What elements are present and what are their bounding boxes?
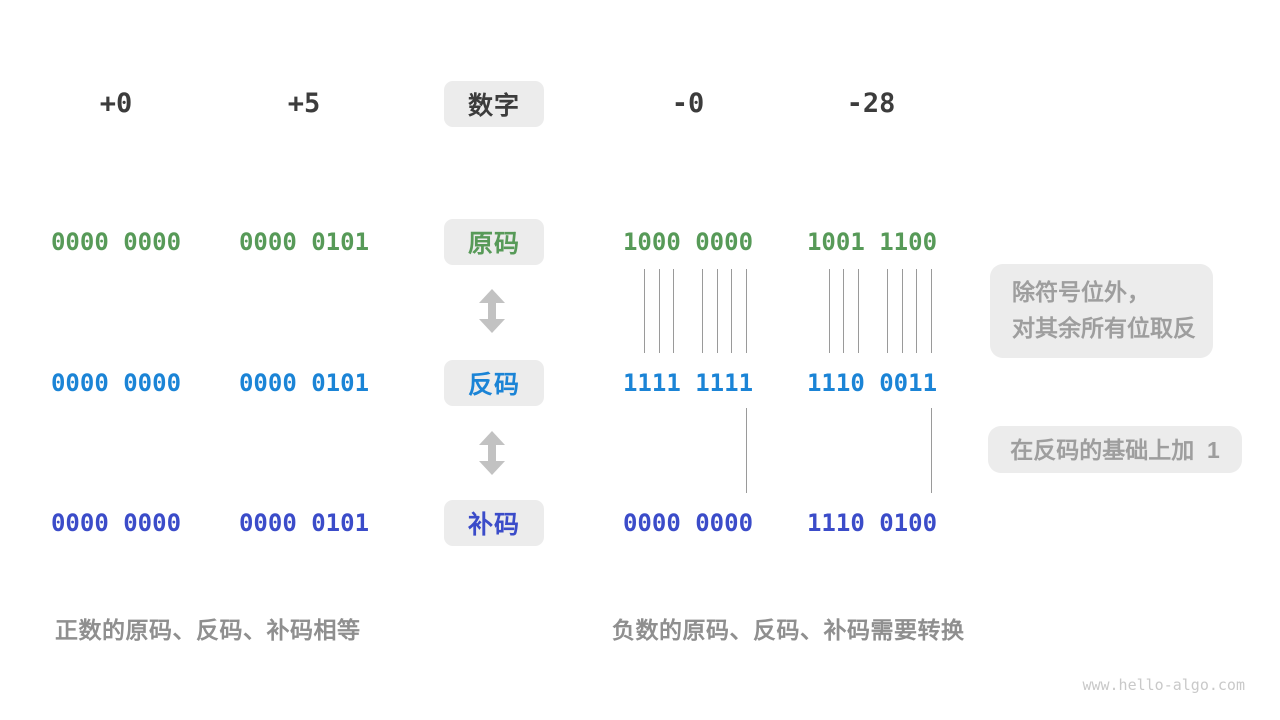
sign-magnitude-label-pill: 原码 bbox=[444, 219, 544, 265]
add-one-annotation: 在反码的基础上加 1 bbox=[988, 426, 1242, 473]
ones-complement-plus0: 0000 0000 bbox=[50, 369, 182, 397]
header-label-pill: 数字 bbox=[444, 81, 544, 127]
ones-complement-minus0: 1111 1111 bbox=[622, 369, 754, 397]
invert-bits-line1: 除符号位外， bbox=[1012, 279, 1150, 305]
number-plus0: +0 bbox=[99, 88, 133, 119]
invert-bits-annotation: 除符号位外， 对其余所有位取反 bbox=[990, 264, 1213, 358]
sign-magnitude-plus0: 0000 0000 bbox=[50, 228, 182, 256]
twos-complement-plus5: 0000 0101 bbox=[238, 509, 370, 537]
sign-magnitude-plus5: 0000 0101 bbox=[238, 228, 370, 256]
twos-complement-minus28: 1110 0100 bbox=[806, 509, 938, 537]
twos-complement-plus0: 0000 0000 bbox=[50, 509, 182, 537]
sign-magnitude-minus0: 1000 0000 bbox=[622, 228, 754, 256]
ones-complement-minus28: 1110 0011 bbox=[806, 369, 938, 397]
up-down-arrow-icon bbox=[479, 431, 505, 475]
number-minus0: -0 bbox=[671, 88, 705, 119]
positive-numbers-caption: 正数的原码、反码、补码相等 bbox=[55, 617, 361, 643]
twos-complement-minus0: 0000 0000 bbox=[622, 509, 754, 537]
number-plus5: +5 bbox=[287, 88, 321, 119]
ones-complement-label-pill: 反码 bbox=[444, 360, 544, 406]
up-down-arrow-icon bbox=[479, 289, 505, 333]
site-watermark: www.hello-algo.com bbox=[1082, 676, 1245, 694]
twos-complement-label-pill: 补码 bbox=[444, 500, 544, 546]
ones-complement-plus5: 0000 0101 bbox=[238, 369, 370, 397]
sign-magnitude-minus28: 1001 1100 bbox=[806, 228, 938, 256]
negative-numbers-caption: 负数的原码、反码、补码需要转换 bbox=[612, 617, 965, 643]
carry-line-minus28 bbox=[931, 408, 932, 493]
carry-line-minus0 bbox=[746, 408, 747, 493]
invert-bits-line2: 对其余所有位取反 bbox=[1012, 315, 1196, 341]
number-minus28: -28 bbox=[846, 88, 896, 119]
